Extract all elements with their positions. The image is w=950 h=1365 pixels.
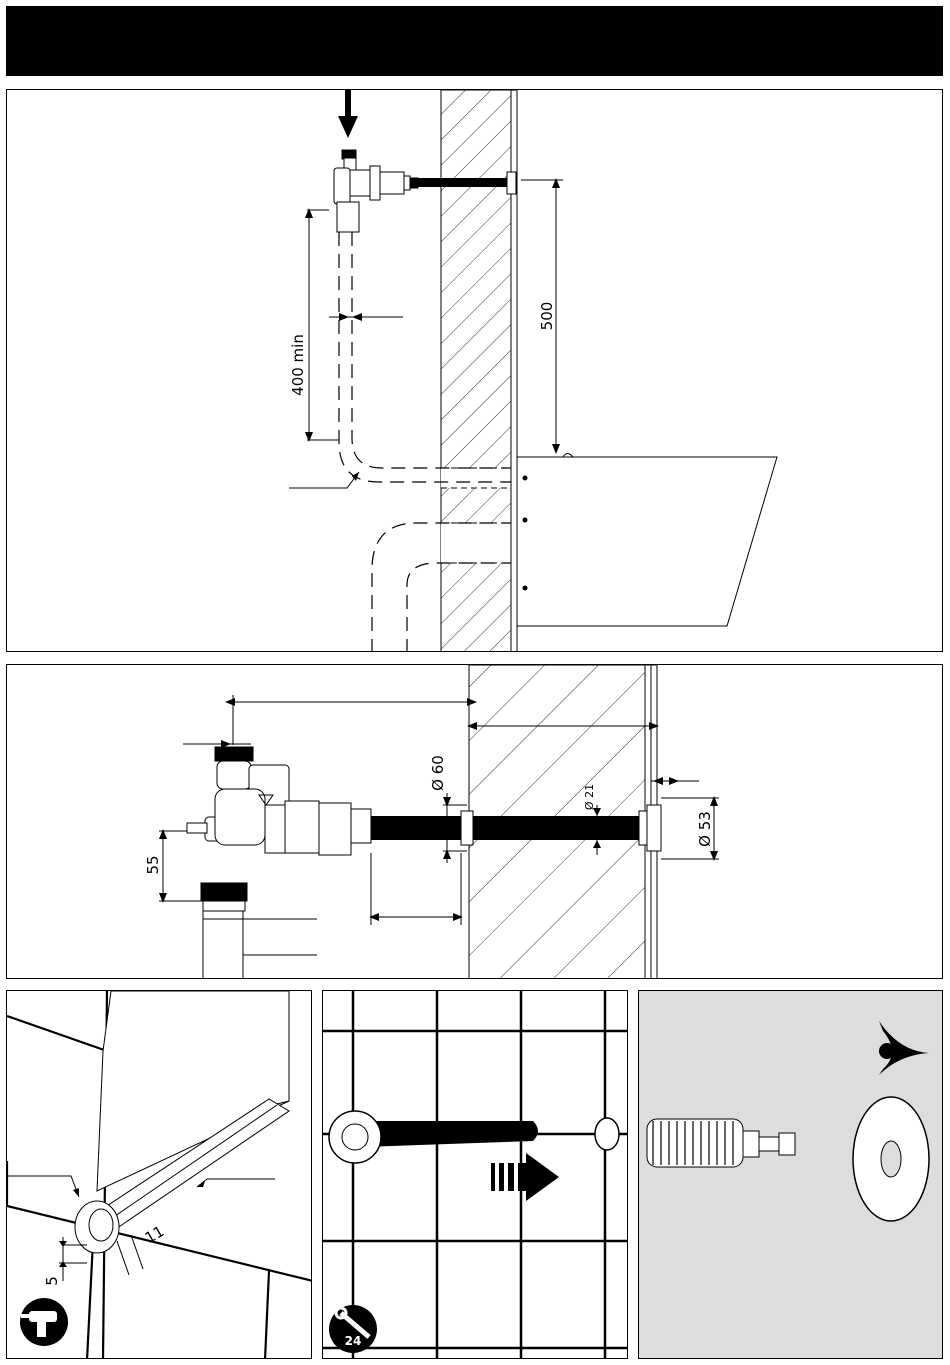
panel-parts — [638, 990, 943, 1359]
dimension-d21-label: Ø 21 — [583, 784, 596, 810]
dimension-d60-label: Ø 60 — [429, 755, 447, 791]
tile-drawing: 5 11 — [7, 991, 312, 1359]
wall-section — [441, 90, 511, 652]
connection-pipe — [418, 178, 508, 187]
valve-assembly — [334, 150, 418, 232]
panel-tile-installation: 5 11 — [6, 990, 312, 1359]
dimension-500-label: 500 — [538, 302, 556, 331]
insert-arrow-icon — [338, 90, 358, 138]
fixture-body — [517, 457, 777, 626]
dimension-400-label: 400 min — [289, 334, 307, 396]
threaded-sleeve-part — [647, 1119, 795, 1167]
eye-icon — [879, 1021, 929, 1075]
panel-wall-fit: 24 — [322, 990, 628, 1359]
header-bar — [6, 6, 943, 76]
parts-drawing — [639, 991, 943, 1359]
fitting-pipe — [363, 1121, 538, 1147]
elevation-drawing: 400 min 500 — [7, 90, 943, 652]
wrench-icon: 24 — [329, 1305, 377, 1353]
detail-drawing: 55 Ø 60 Ø 21 Ø 53 — [7, 665, 943, 979]
dimension-400 — [305, 208, 339, 442]
valve-detail — [187, 747, 371, 911]
wrench-size-label: 24 — [345, 1334, 362, 1348]
dimension-55-label: 55 — [144, 855, 162, 874]
wall-fit-drawing: 24 — [323, 991, 628, 1359]
direction-arrow-icon — [491, 1153, 559, 1201]
panel-elevation: 400 min 500 — [6, 89, 943, 652]
dimension-5-label: 5 — [43, 1276, 61, 1286]
panel-detail-section: 55 Ø 60 Ø 21 Ø 53 — [6, 664, 943, 979]
drill-icon — [20, 1298, 68, 1346]
cover-rosette-part — [853, 1097, 929, 1221]
dimension-d53-label: Ø 53 — [696, 811, 714, 847]
